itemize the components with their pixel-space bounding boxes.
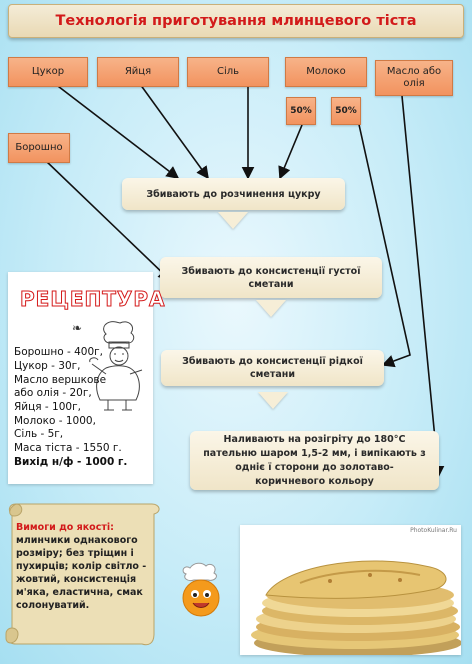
recipe-line: Яйця - 100г, — [14, 401, 81, 413]
ingredient-milk: Молоко — [285, 57, 367, 87]
step-3-down-arrow — [258, 392, 288, 409]
ingredient-flour: Борошно — [8, 133, 70, 163]
recipe-line: Масло вершкове — [14, 374, 107, 386]
arrow-oil — [401, 95, 445, 479]
ingredient-eggs: Яйця — [97, 57, 179, 87]
quality-requirements: Вимоги до якості: млинчики однакового ро… — [16, 521, 154, 612]
ingredient-salt: Сіль — [187, 57, 269, 87]
photo-credit: PhotoKulinar.Ru — [410, 527, 457, 534]
step-4-text: Наливають на розігріту до 180°С пательню… — [203, 433, 426, 487]
orange-chef-mascot — [182, 562, 220, 617]
recipe-line: Молоко - 1000, — [14, 415, 96, 427]
ingredient-eggs-label: Яйця — [124, 66, 152, 77]
ingredient-milk-label: Молоко — [306, 66, 346, 77]
ingredient-sugar-label: Цукор — [31, 66, 65, 77]
step-2-down-arrow — [256, 300, 286, 317]
recipe-card — [8, 272, 153, 484]
milk-share-right: 50% — [331, 97, 361, 125]
recipe-line: або олія - 20г, — [14, 387, 92, 399]
step-1-text: Збивають до розчинення цукру — [146, 188, 321, 200]
quality-scroll — [5, 503, 160, 646]
arrow-milk-50-right — [357, 119, 411, 368]
ingredient-oil-label: Масло або олія — [386, 66, 442, 89]
milk-share-left-label: 50% — [290, 106, 312, 116]
page-title: Технологія приготування млинцевого тіста — [8, 4, 464, 38]
step-2: Збивають до консистенції густої сметани — [160, 257, 382, 298]
pancake-photo: PhotoKulinar.Ru — [240, 525, 461, 655]
step-3-text: Збивають до консистенції рідкої сметани — [182, 356, 363, 380]
quality-text: млинчики однакового розміру; без тріщин … — [16, 535, 147, 611]
recipe-line: Цукор - 30г, — [14, 360, 81, 372]
pancake-stack-illustration — [251, 560, 461, 655]
step-3: Збивають до консистенції рідкої сметани — [161, 350, 384, 386]
chef-illustration — [89, 321, 143, 411]
arrow-sugar — [49, 79, 180, 179]
recipe-line: Вихід н/ф - 1000 г. — [14, 456, 128, 468]
fleuron-ornament: ❧ — [72, 321, 83, 335]
milk-share-left: 50% — [286, 97, 316, 125]
step-1-down-arrow — [218, 212, 248, 229]
arrow-flour — [44, 159, 172, 282]
step-1: Збивають до розчинення цукру — [122, 178, 345, 210]
ingredient-sugar: Цукор — [8, 57, 88, 87]
step-2-text: Збивають до консистенції густої сметани — [181, 265, 361, 290]
ingredient-oil: Масло або олія — [375, 60, 453, 96]
recipe-title: РЕЦЕПТУРА — [19, 287, 166, 312]
arrow-eggs — [139, 83, 209, 180]
arrow-milk-50-left — [278, 124, 303, 180]
ingredient-flour-label: Борошно — [15, 142, 63, 153]
ingredient-salt-label: Сіль — [216, 66, 240, 77]
milk-share-right-label: 50% — [335, 106, 357, 116]
quality-title: Вимоги до якості: — [16, 522, 114, 533]
step-4: Наливають на розігріту до 180°С пательню… — [190, 431, 439, 490]
recipe-line: Сіль - 5г, — [14, 428, 64, 440]
recipe-line: Борошно - 400г, — [14, 346, 103, 358]
recipe-line: Маса тіста - 1550 г. — [14, 442, 122, 454]
